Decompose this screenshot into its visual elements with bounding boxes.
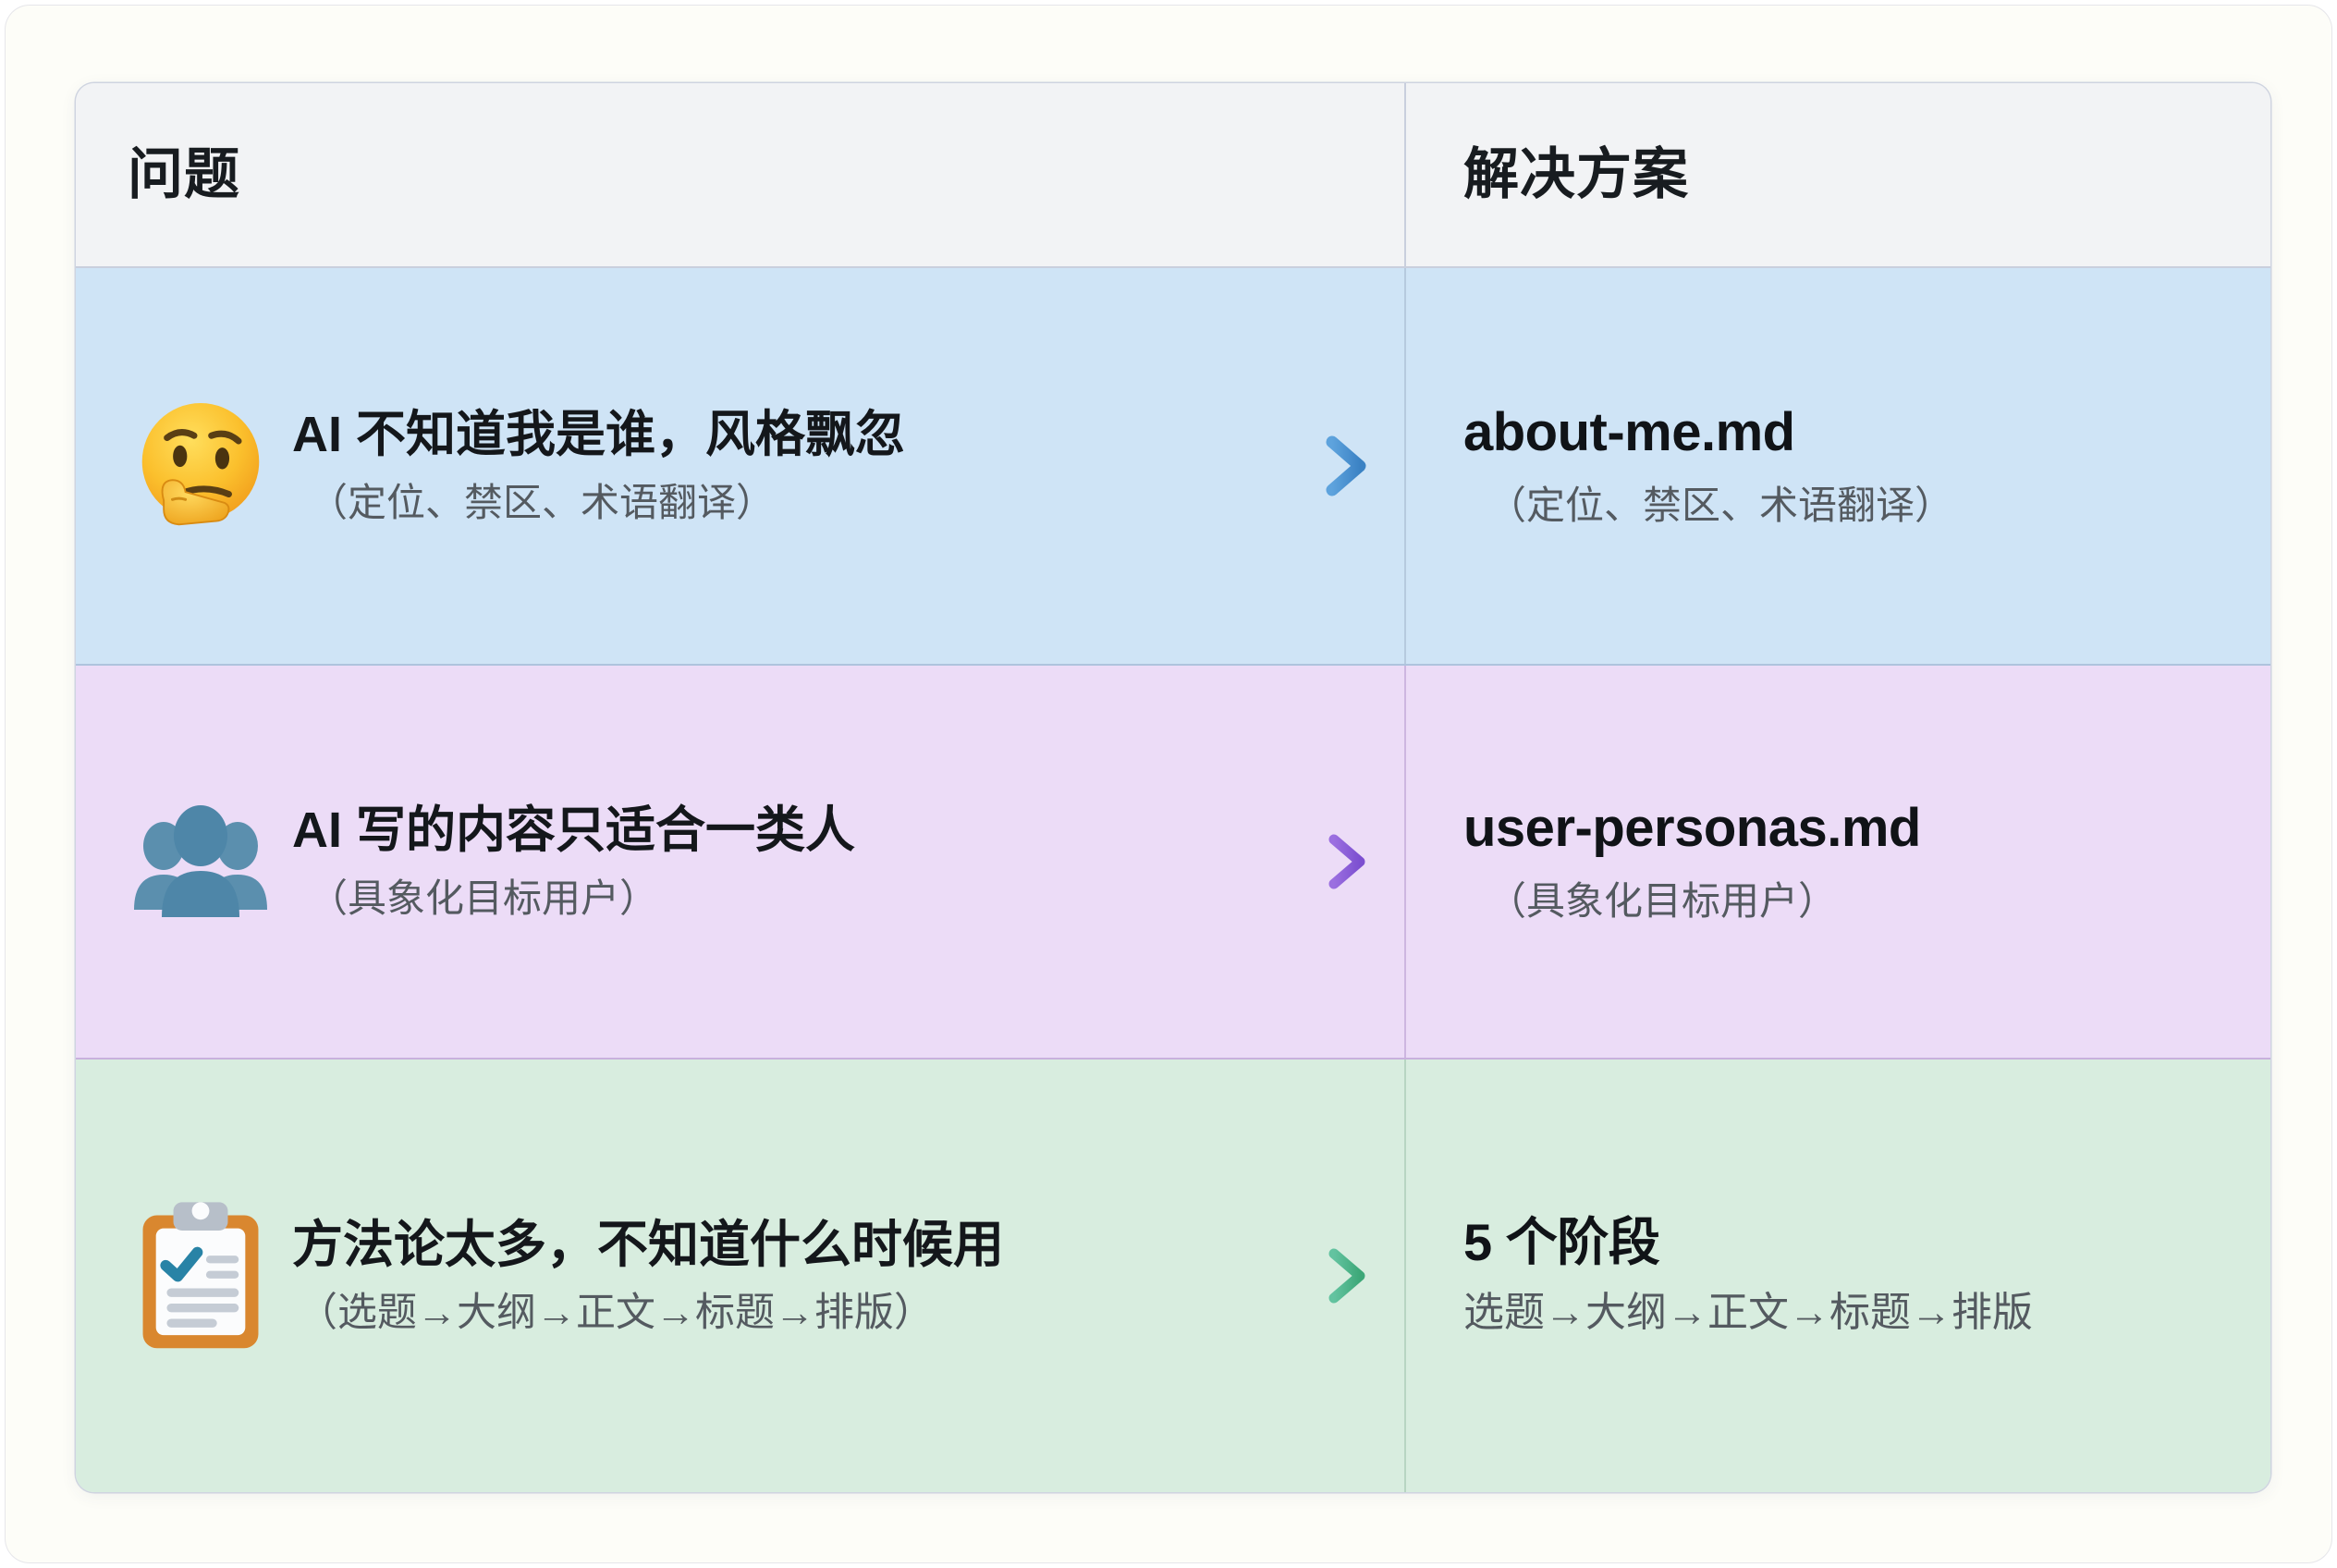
problem-cell: AI 不知道我是谁，风格飘忽 （定位、禁区、术语翻译）: [76, 268, 1404, 664]
solution-subtitle: （定位、禁区、术语翻译）: [1487, 483, 1954, 527]
problem-solution-table: 问题 解决方案: [76, 83, 2270, 1492]
arrow-right-icon: [1271, 820, 1382, 903]
problem-title: AI 写的内容只适合一类人: [292, 802, 856, 858]
header-cell-solution: 解决方案: [1404, 83, 2270, 266]
solution-subtitle: 选题→大纲→正文→标题→排版: [1463, 1290, 2033, 1336]
clipboard-checklist-icon: [122, 1195, 279, 1357]
problem-cell: 方法论太多，不知道什么时候用 （选题→大纲→正文→标题→排版）: [76, 1060, 1404, 1492]
thinking-face-emoji: [122, 386, 279, 547]
problem-title: AI 不知道我是谁，风格飘忽: [292, 406, 906, 462]
problem-text-block: AI 不知道我是谁，风格飘忽 （定位、禁区、术语翻译）: [292, 406, 905, 526]
header-cell-problem: 问题: [76, 83, 1404, 266]
solution-cell: user-personas.md （具象化目标用户）: [1404, 666, 2270, 1058]
table-header-row: 问题 解决方案: [76, 83, 2270, 268]
table-row: 方法论太多，不知道什么时候用 （选题→大纲→正文→标题→排版）: [76, 1060, 2270, 1492]
problem-text-block: AI 写的内容只适合一类人 （具象化目标用户）: [292, 802, 855, 922]
table-row: AI 不知道我是谁，风格飘忽 （定位、禁区、术语翻译）: [76, 268, 2270, 666]
problem-cell: AI 写的内容只适合一类人 （具象化目标用户）: [76, 666, 1404, 1058]
arrow-right-icon: [1271, 1234, 1382, 1317]
problem-subtitle: （具象化目标用户）: [309, 876, 659, 920]
solution-title: user-personas.md: [1463, 797, 1921, 858]
solution-cell: 5 个阶段 选题→大纲→正文→标题→排版: [1404, 1060, 2270, 1492]
solution-title: 5 个阶段: [1463, 1212, 1660, 1271]
page-surface: 问题 解决方案: [6, 6, 2331, 1562]
arrow-right-icon: [1271, 424, 1382, 508]
solution-title: about-me.md: [1463, 401, 1795, 462]
problem-subtitle: （定位、禁区、术语翻译）: [309, 480, 776, 524]
column-header-solution: 解决方案: [1463, 143, 1689, 205]
problem-title: 方法论太多，不知道什么时候用: [292, 1215, 1005, 1273]
solution-cell: about-me.md （定位、禁区、术语翻译）: [1404, 268, 2270, 664]
people-group-icon: [122, 781, 279, 943]
column-header-problem: 问题: [128, 143, 240, 205]
solution-subtitle: （具象化目标用户）: [1487, 878, 1838, 923]
problem-text-block: 方法论太多，不知道什么时候用 （选题→大纲→正文→标题→排版）: [292, 1215, 1004, 1337]
table-row: AI 写的内容只适合一类人 （具象化目标用户）: [76, 666, 2270, 1060]
problem-subtitle: （选题→大纲→正文→标题→排版）: [298, 1290, 934, 1335]
